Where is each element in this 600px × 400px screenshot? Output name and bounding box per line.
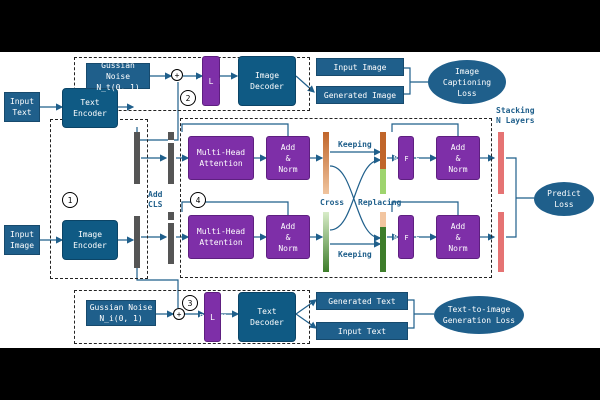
text-ffn-label: F F N [391,154,422,162]
plus-node-top: + [171,69,183,81]
cls-image-bar [168,212,174,264]
text-feature-bar [323,132,329,194]
text-embedding-bar [134,132,140,184]
dashed-group-image-decoding [74,57,310,111]
diagram-stage: Input Text Input Image Text Encoder Imag… [0,52,600,348]
image-embedding-bar [134,216,140,268]
connector-lines [40,67,534,329]
plus-node-bottom: + [173,308,185,320]
cls-text-bar [168,132,174,184]
input-text-target-box: Input Text [316,322,408,340]
keeping-top-label: Keeping [338,140,372,149]
text-add-norm-2-box: Add & Norm [436,136,480,180]
text-encoder-box: Text Encoder [62,88,118,128]
image-decoder-box: Image Decoder [238,56,296,106]
mlp-top-label: M L P [195,77,227,85]
text-add-norm-1-box: Add & Norm [266,136,310,180]
cross-label: Cross [320,198,345,207]
image-ffn-box: F F N [392,215,422,259]
stacking-layers-label: Stacking N Layers [496,106,535,125]
image-encoder-box: Image Encoder [62,220,118,260]
marker-3: 3 [182,295,198,311]
image-add-norm-2-box: Add & Norm [436,215,480,259]
replacing-label: Replacing [358,198,402,207]
mlp-top-box: M L P [196,56,227,106]
input-image-box: Input Image [4,225,40,255]
dashed-group-text-decoding [74,290,310,344]
marker-4: 4 [190,192,206,208]
text-ffn-box: F F N [392,136,422,180]
image-feature-bar [323,212,329,272]
mlp-bottom-label: M L P [197,313,228,321]
generation-loss-ellipse: Text-to-image Generation Loss [434,296,524,334]
input-image-target-box: Input Image [316,58,404,76]
text-output-bar [498,132,504,194]
captioning-loss-ellipse: Image Captioning Loss [428,60,506,104]
marker-1: 1 [62,192,78,208]
add-cls-label: Add CLS [148,190,163,209]
keeping-bottom-label: Keeping [338,250,372,259]
mlp-bottom-box: M L P [197,292,228,342]
predict-loss-ellipse: Predict Loss [534,182,594,216]
image-attention-box: Multi-Head Attention [188,215,254,259]
text-decoder-box: Text Decoder [238,292,296,342]
dashed-group-transformer-layers [180,118,492,278]
input-text-box: Input Text [4,92,40,122]
image-add-norm-1-box: Add & Norm [266,215,310,259]
marker-2: 2 [180,90,196,106]
text-crossed-bar [380,132,386,194]
image-output-bar [498,212,504,272]
noise-top-box: Gussian Noise N_t(0, 1) [86,61,150,92]
text-attention-box: Multi-Head Attention [188,136,254,180]
image-crossed-bar [380,212,386,272]
image-ffn-label: F F N [391,233,422,241]
generated-image-box: Generated Image [316,86,404,104]
noise-bottom-box: Gussian Noise N_i(0, 1) [86,300,156,326]
generated-text-box: Generated Text [316,292,408,310]
